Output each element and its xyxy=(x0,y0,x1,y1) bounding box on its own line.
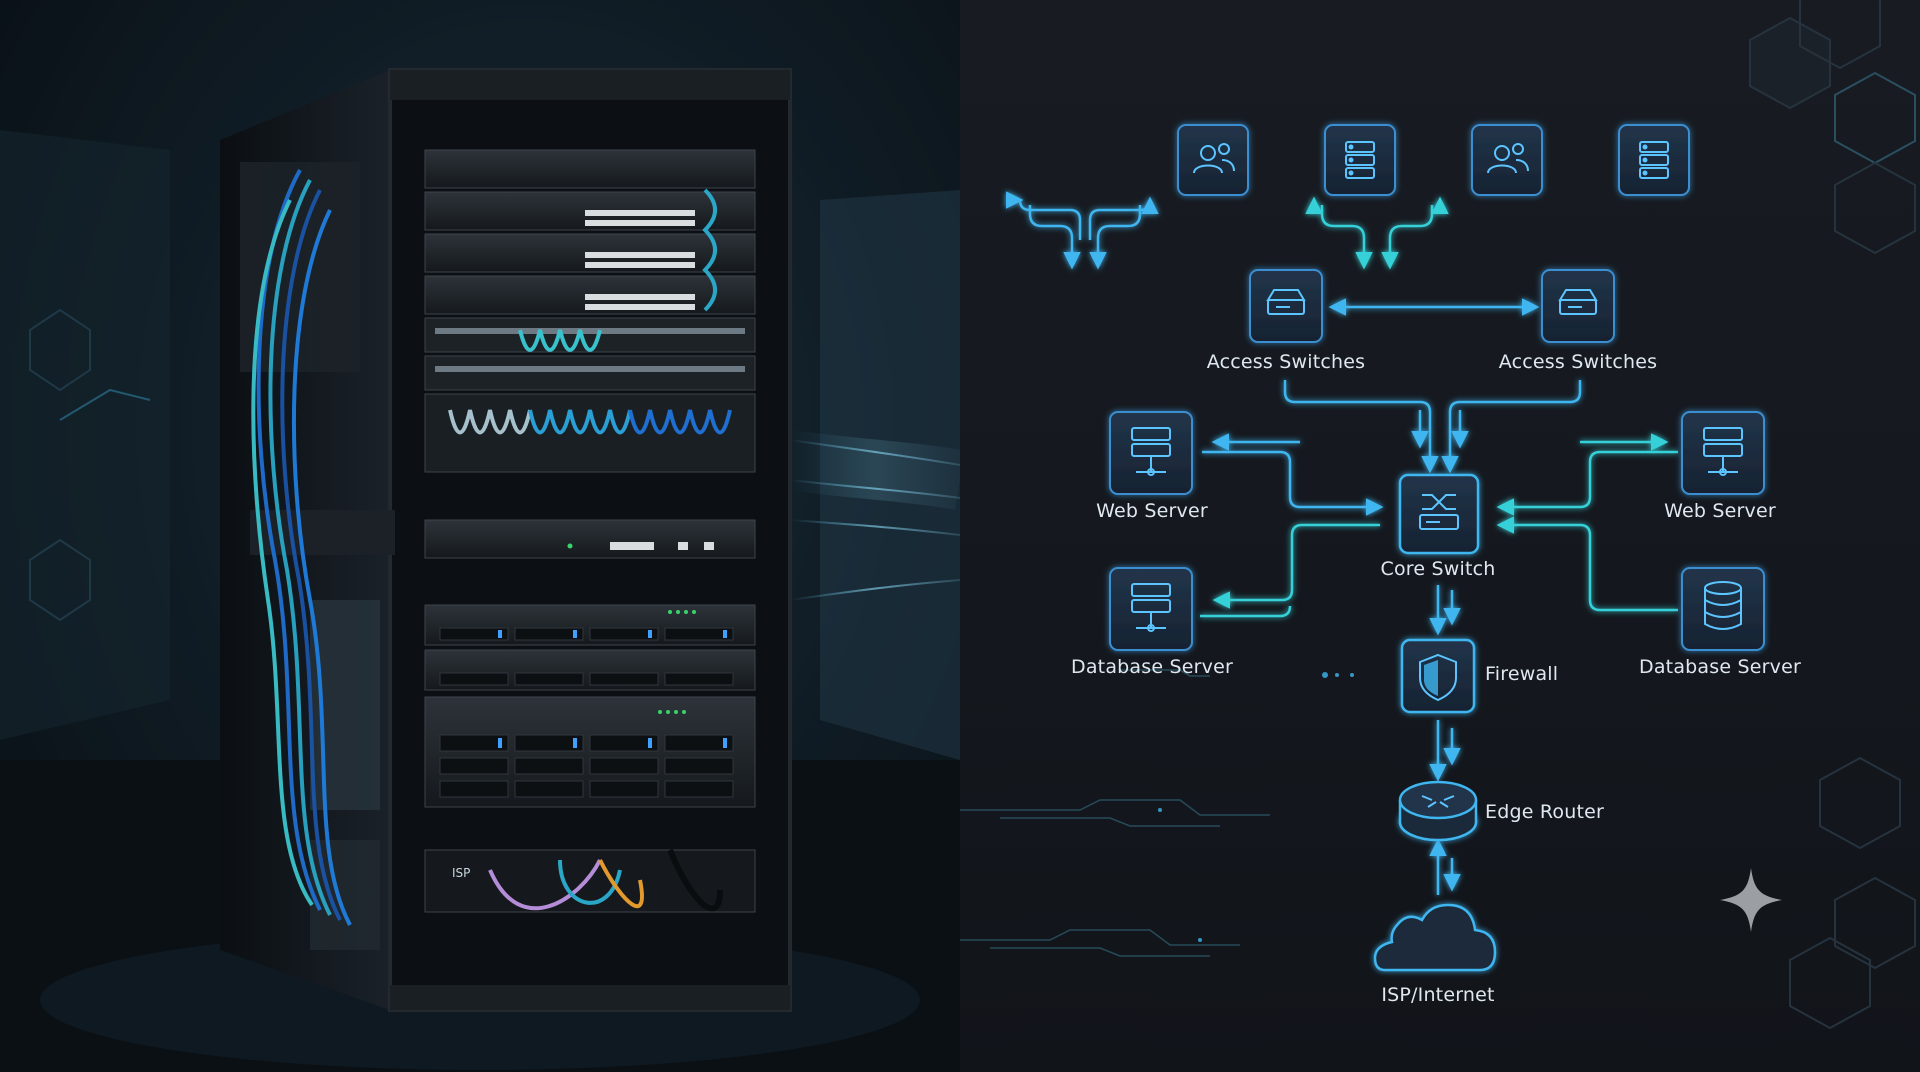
label-db-server-right: Database Server xyxy=(1639,656,1801,678)
server-rack-photo: ISP xyxy=(0,0,960,1072)
link-web-right-core xyxy=(1500,452,1678,507)
label-access-switch-left: Access Switches xyxy=(1207,351,1366,373)
label-web-server-right: Web Server xyxy=(1664,500,1776,522)
node-firewall[interactable] xyxy=(1402,640,1474,712)
node-users-right[interactable] xyxy=(1472,125,1542,195)
node-web-server-left[interactable] xyxy=(1110,412,1192,494)
wall-panel xyxy=(0,130,170,740)
rack-illustration xyxy=(0,0,960,1072)
node-storage-left[interactable] xyxy=(1325,125,1395,195)
node-users-left[interactable] xyxy=(1178,125,1248,195)
diagram-canvas xyxy=(960,0,1920,1072)
link-users-left-down xyxy=(1030,205,1072,266)
link-users-right-down xyxy=(1322,205,1364,266)
node-access-switch-right[interactable] xyxy=(1542,270,1614,342)
node-core-switch[interactable] xyxy=(1400,475,1478,553)
label-firewall: Firewall xyxy=(1485,663,1558,685)
label-isp-internet: ISP/Internet xyxy=(1381,984,1494,1006)
node-storage-right[interactable] xyxy=(1619,125,1689,195)
label-core-switch: Core Switch xyxy=(1380,558,1495,580)
sparkle-icon xyxy=(1720,868,1782,932)
node-access-switch-left[interactable] xyxy=(1250,270,1322,342)
link-db-left-core xyxy=(1216,525,1380,600)
link-web-left-core xyxy=(1202,452,1380,507)
node-isp-internet[interactable] xyxy=(1375,905,1495,970)
link-storage-right-down xyxy=(1390,205,1432,266)
circuit-traces xyxy=(960,670,1270,956)
link-access-left-core xyxy=(1285,380,1430,470)
link-storage-left-down xyxy=(1098,205,1140,266)
label-web-server-left: Web Server xyxy=(1096,500,1208,522)
cloud-icon xyxy=(1375,905,1495,970)
isp-port-tag: ISP xyxy=(452,866,470,880)
label-access-switch-right: Access Switches xyxy=(1499,351,1658,373)
label-db-server-left: Database Server xyxy=(1071,656,1233,678)
node-web-server-right[interactable] xyxy=(1682,412,1764,494)
link-db-right-core xyxy=(1500,525,1678,610)
node-db-server-right[interactable] xyxy=(1682,568,1764,650)
node-db-server-left[interactable] xyxy=(1110,568,1192,650)
label-edge-router: Edge Router xyxy=(1485,801,1604,823)
link-access-right-core xyxy=(1450,380,1580,470)
network-diagram: Access Switches Access Switches Web Serv… xyxy=(960,0,1920,1072)
node-edge-router[interactable] xyxy=(1400,782,1476,840)
